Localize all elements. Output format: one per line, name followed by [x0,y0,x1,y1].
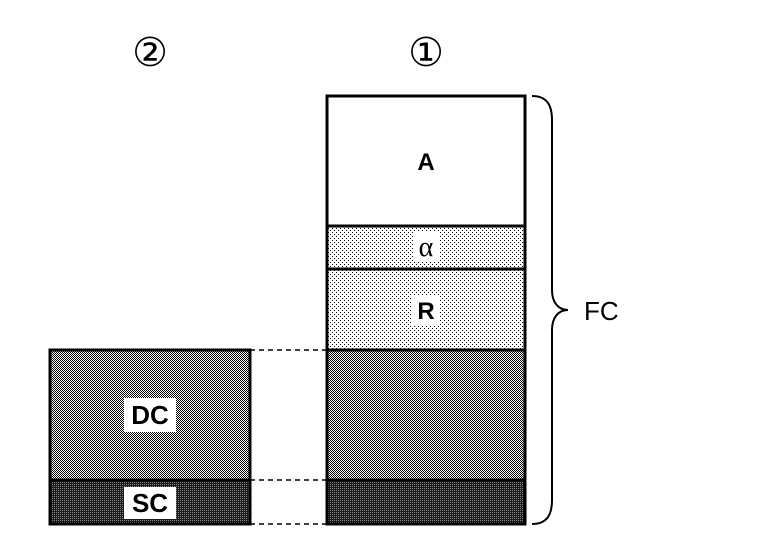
block-sc-label: SC [132,488,168,518]
block-a [325,94,527,228]
column-2-label: ② [132,31,168,75]
block-dc-right [325,348,527,482]
column-1-label: ① [408,31,444,75]
block-dc-label-bg [124,398,176,432]
block-sc-right [325,478,527,526]
block-a-label: A [417,149,434,176]
fc-brace [531,95,569,525]
block-r-label: R [417,298,434,325]
block-r-label-bg [412,295,440,325]
block-sc-label-bg [124,487,176,519]
block-alpha-label-bg [413,231,439,262]
fc-label: FC [584,296,619,326]
stack-2: DC SC [48,348,252,526]
block-alpha-label: α [419,232,434,263]
stack-1: A α R [325,94,527,526]
block-dc-label: DC [131,400,169,430]
